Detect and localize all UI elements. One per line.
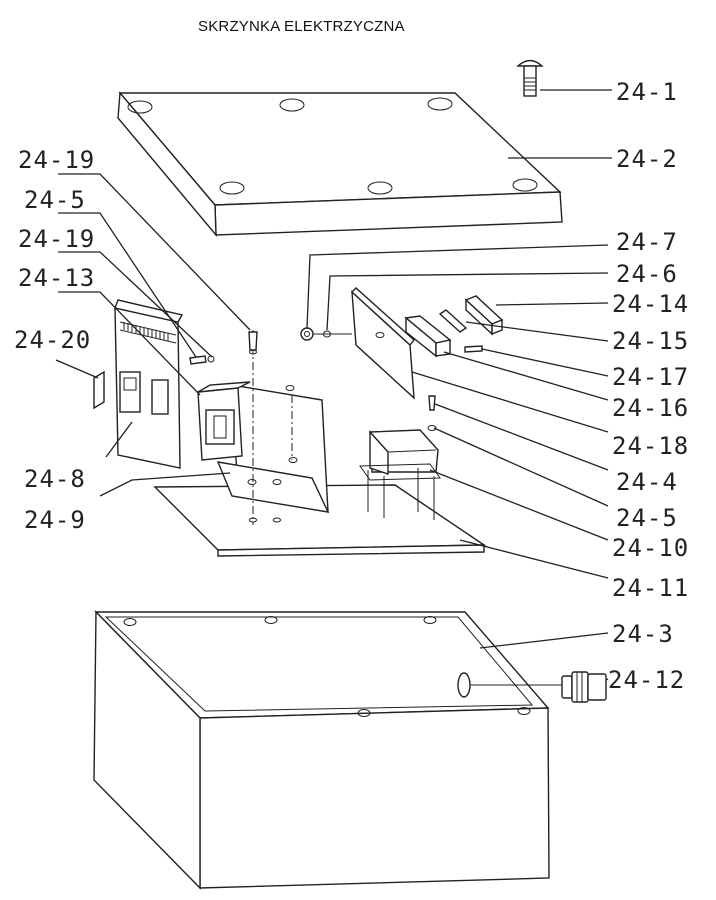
lid-part (117, 91, 563, 238)
relay-panel-part (350, 287, 415, 400)
label-24-11: 24-11 (612, 574, 689, 602)
label-24-3: 24-3 (612, 620, 674, 648)
small-plate-part (438, 309, 468, 333)
diagram-title: SKRZYNKA ELEKTRZYCZNA (198, 18, 405, 35)
switch-block-part (404, 315, 452, 358)
label-24-4: 24-4 (616, 468, 678, 496)
label-24-19-lower: 24-19 (18, 225, 95, 253)
label-24-6: 24-6 (616, 260, 678, 288)
circuit-board-part (114, 299, 184, 469)
cable-gland-part (470, 671, 607, 703)
enclosure-box-part (93, 610, 550, 890)
label-24-8: 24-8 (24, 465, 86, 493)
label-24-16: 24-16 (612, 394, 689, 422)
small-screws-part (189, 331, 281, 523)
label-24-9: 24-9 (24, 506, 86, 534)
relay-box-part (359, 429, 441, 520)
screw-part (516, 59, 544, 97)
label-24-14: 24-14 (612, 290, 689, 318)
label-24-1: 24-1 (616, 78, 678, 106)
label-24-5-left: 24-5 (24, 186, 86, 214)
label-24-12: 24-12 (608, 666, 685, 694)
transformer-part (197, 381, 251, 461)
clip-part (464, 295, 504, 336)
label-24-10: 24-10 (612, 534, 689, 562)
nut-washer-part (300, 327, 352, 341)
leader-lines (55, 89, 612, 681)
label-24-15: 24-15 (612, 327, 689, 355)
label-24-17: 24-17 (612, 363, 689, 391)
label-24-2: 24-2 (616, 145, 678, 173)
mounting-bracket-part (216, 384, 330, 513)
label-24-18: 24-18 (612, 432, 689, 460)
base-plate-part (153, 484, 487, 557)
label-24-13: 24-13 (18, 264, 95, 292)
label-24-7: 24-7 (616, 228, 678, 256)
label-24-20: 24-20 (14, 326, 91, 354)
fuse-part (93, 370, 105, 410)
label-24-5-right: 24-5 (616, 504, 678, 532)
label-24-19-upper: 24-19 (18, 146, 95, 174)
screw-small-part (464, 345, 483, 353)
right-screw-part (427, 395, 437, 431)
